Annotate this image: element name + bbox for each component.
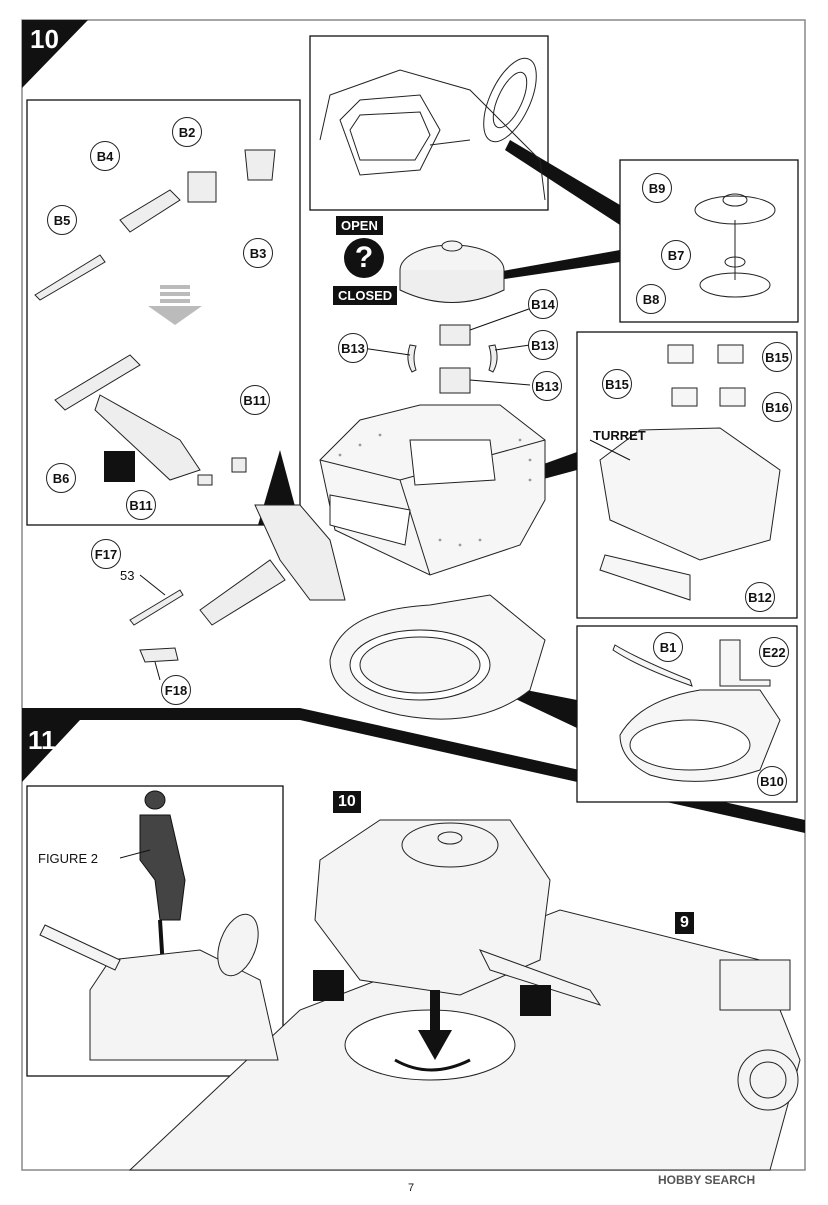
part-label-b9: B9 [642, 173, 672, 203]
turret-ring-drawing [329, 594, 546, 720]
part-label-b7: B7 [661, 240, 691, 270]
part-label-b12: B12 [745, 582, 775, 612]
part-label-b11: B11 [240, 385, 270, 415]
rivets [338, 433, 532, 547]
callout-wedge [480, 250, 620, 282]
step-11-corner [22, 720, 80, 782]
rotate-arrow-icon [394, 1058, 471, 1072]
down-arrow-icon [148, 285, 202, 325]
cupola-inset-drawing [694, 193, 776, 298]
question-icon: ? [344, 238, 384, 278]
part-label-b14: B14 [528, 289, 558, 319]
part-label-b15: B15 [762, 342, 792, 372]
open-label: OPEN [336, 216, 383, 235]
part-label-b3: B3 [243, 238, 273, 268]
hatch-open-drawing [319, 57, 546, 201]
step-11-number: 11 [28, 725, 56, 755]
hatch-figure-drawing [39, 913, 279, 1061]
part-label-e22: E22 [759, 637, 789, 667]
down-arrow-icon [418, 990, 452, 1060]
attention-square [520, 985, 551, 1016]
part-number-53: 53 [120, 568, 135, 583]
part-label-b16: B16 [762, 392, 792, 422]
part-label-b5: B5 [47, 205, 77, 235]
turret-inset-drawing [599, 344, 781, 601]
page-number: 7 [408, 1182, 415, 1194]
cupola-drawing [399, 240, 505, 303]
watermark: HOBBY SEARCH [658, 1173, 756, 1187]
part-label-b13: B13 [532, 371, 562, 401]
part-label-b13: B13 [338, 333, 368, 363]
ring-inset-drawing [612, 639, 781, 782]
step-10-corner [22, 20, 88, 88]
part-label-b8: B8 [636, 284, 666, 314]
part-label-b10: B10 [757, 766, 787, 796]
closed-label: CLOSED [333, 286, 398, 305]
part-label-b6: B6 [46, 463, 76, 493]
part-label-f18: F18 [161, 675, 191, 705]
attention-square [104, 451, 135, 482]
part-label-b11: B11 [126, 490, 156, 520]
gun-drawing [129, 504, 346, 663]
figure-label: FIGURE 2 [38, 851, 98, 866]
part-label-b4: B4 [90, 141, 120, 171]
turret-label: TURRET [593, 428, 646, 443]
turret-drawing [319, 404, 546, 576]
part-label-b2: B2 [172, 117, 202, 147]
part-label-b1: B1 [653, 632, 683, 662]
gun-inset-drawing [34, 149, 276, 486]
part-label-f17: F17 [91, 539, 121, 569]
part-label-b15: B15 [602, 369, 632, 399]
attention-square [313, 970, 344, 1001]
callout-wedge [505, 140, 620, 225]
periscope-parts [407, 324, 498, 394]
inset-hatch-box [309, 35, 549, 211]
step-10-reference: 10 [333, 791, 361, 813]
part-label-b13: B13 [528, 330, 558, 360]
step-10-number: 10 [30, 24, 59, 54]
step-9-reference: 9 [675, 912, 694, 934]
